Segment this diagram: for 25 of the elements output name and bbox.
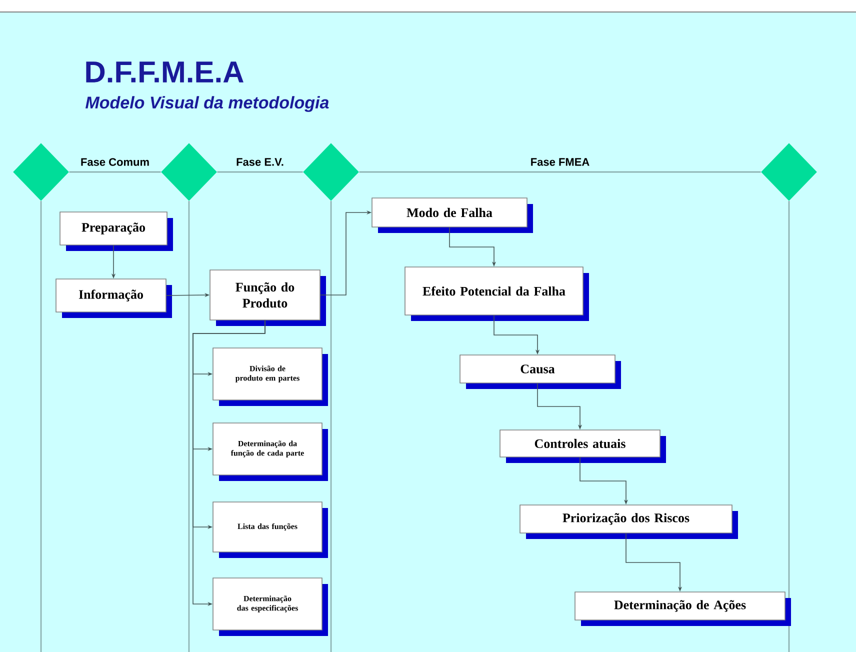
edge-label: Fase FMEA (529, 157, 591, 167)
process-box: Modo de Falha (372, 198, 533, 233)
process-box: Informação (56, 278, 172, 318)
process-box: Efeito Potencial da Falha (404, 266, 589, 321)
edge-label: Fase E.V. (235, 157, 285, 167)
lane-line (217, 171, 303, 173)
title: D.F.F.M.E.A (86, 62, 244, 82)
lane-line (69, 171, 161, 173)
process-box: Preparação (60, 212, 173, 251)
lane-line (359, 171, 761, 173)
process-box: Determinação da função de cada parte (212, 422, 328, 481)
process-box: Controles atuais (500, 430, 666, 463)
process-box: Causa (460, 354, 621, 389)
edge-label: Fase Comum (79, 157, 151, 167)
process-box: Divisão de produto em partes (212, 348, 328, 406)
process-box: Função do Produto (210, 270, 326, 326)
diamond-marker (761, 143, 817, 201)
subtitle: Modelo Visual da metodologia (86, 96, 329, 112)
diamond-marker (13, 143, 69, 201)
diamond-marker (303, 143, 359, 201)
process-box: Determinação de Ações (574, 592, 791, 626)
process-box: Determinação das especificações (212, 578, 328, 636)
diamond-marker (161, 143, 217, 201)
process-box: Priorização dos Riscos (520, 504, 738, 539)
process-box: Lista das funções (212, 502, 328, 558)
